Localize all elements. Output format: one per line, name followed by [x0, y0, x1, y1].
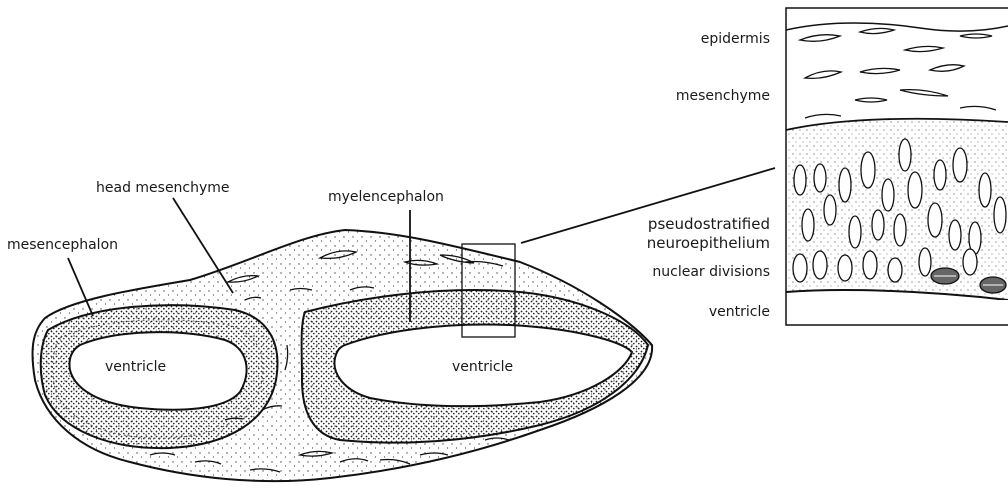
label-nuclear-divisions: nuclear divisions — [652, 264, 770, 280]
label-epidermis: epidermis — [701, 31, 770, 47]
label-mesencephalon: mesencephalon — [7, 237, 118, 253]
label-head-mesenchyme: head mesenchyme — [96, 180, 230, 196]
label-neuroepithelium: neuroepithelium — [647, 234, 770, 252]
label-ventricle-left: ventricle — [105, 359, 166, 375]
label-ventricle-right: ventricle — [452, 359, 513, 375]
label-mesenchyme: mesenchyme — [676, 88, 770, 104]
inset-panel — [786, 8, 1008, 325]
label-myelencephalon: myelencephalon — [328, 189, 444, 205]
label-inset-ventricle: ventricle — [709, 304, 770, 320]
label-pseudostratified: pseudostratified — [648, 215, 770, 233]
